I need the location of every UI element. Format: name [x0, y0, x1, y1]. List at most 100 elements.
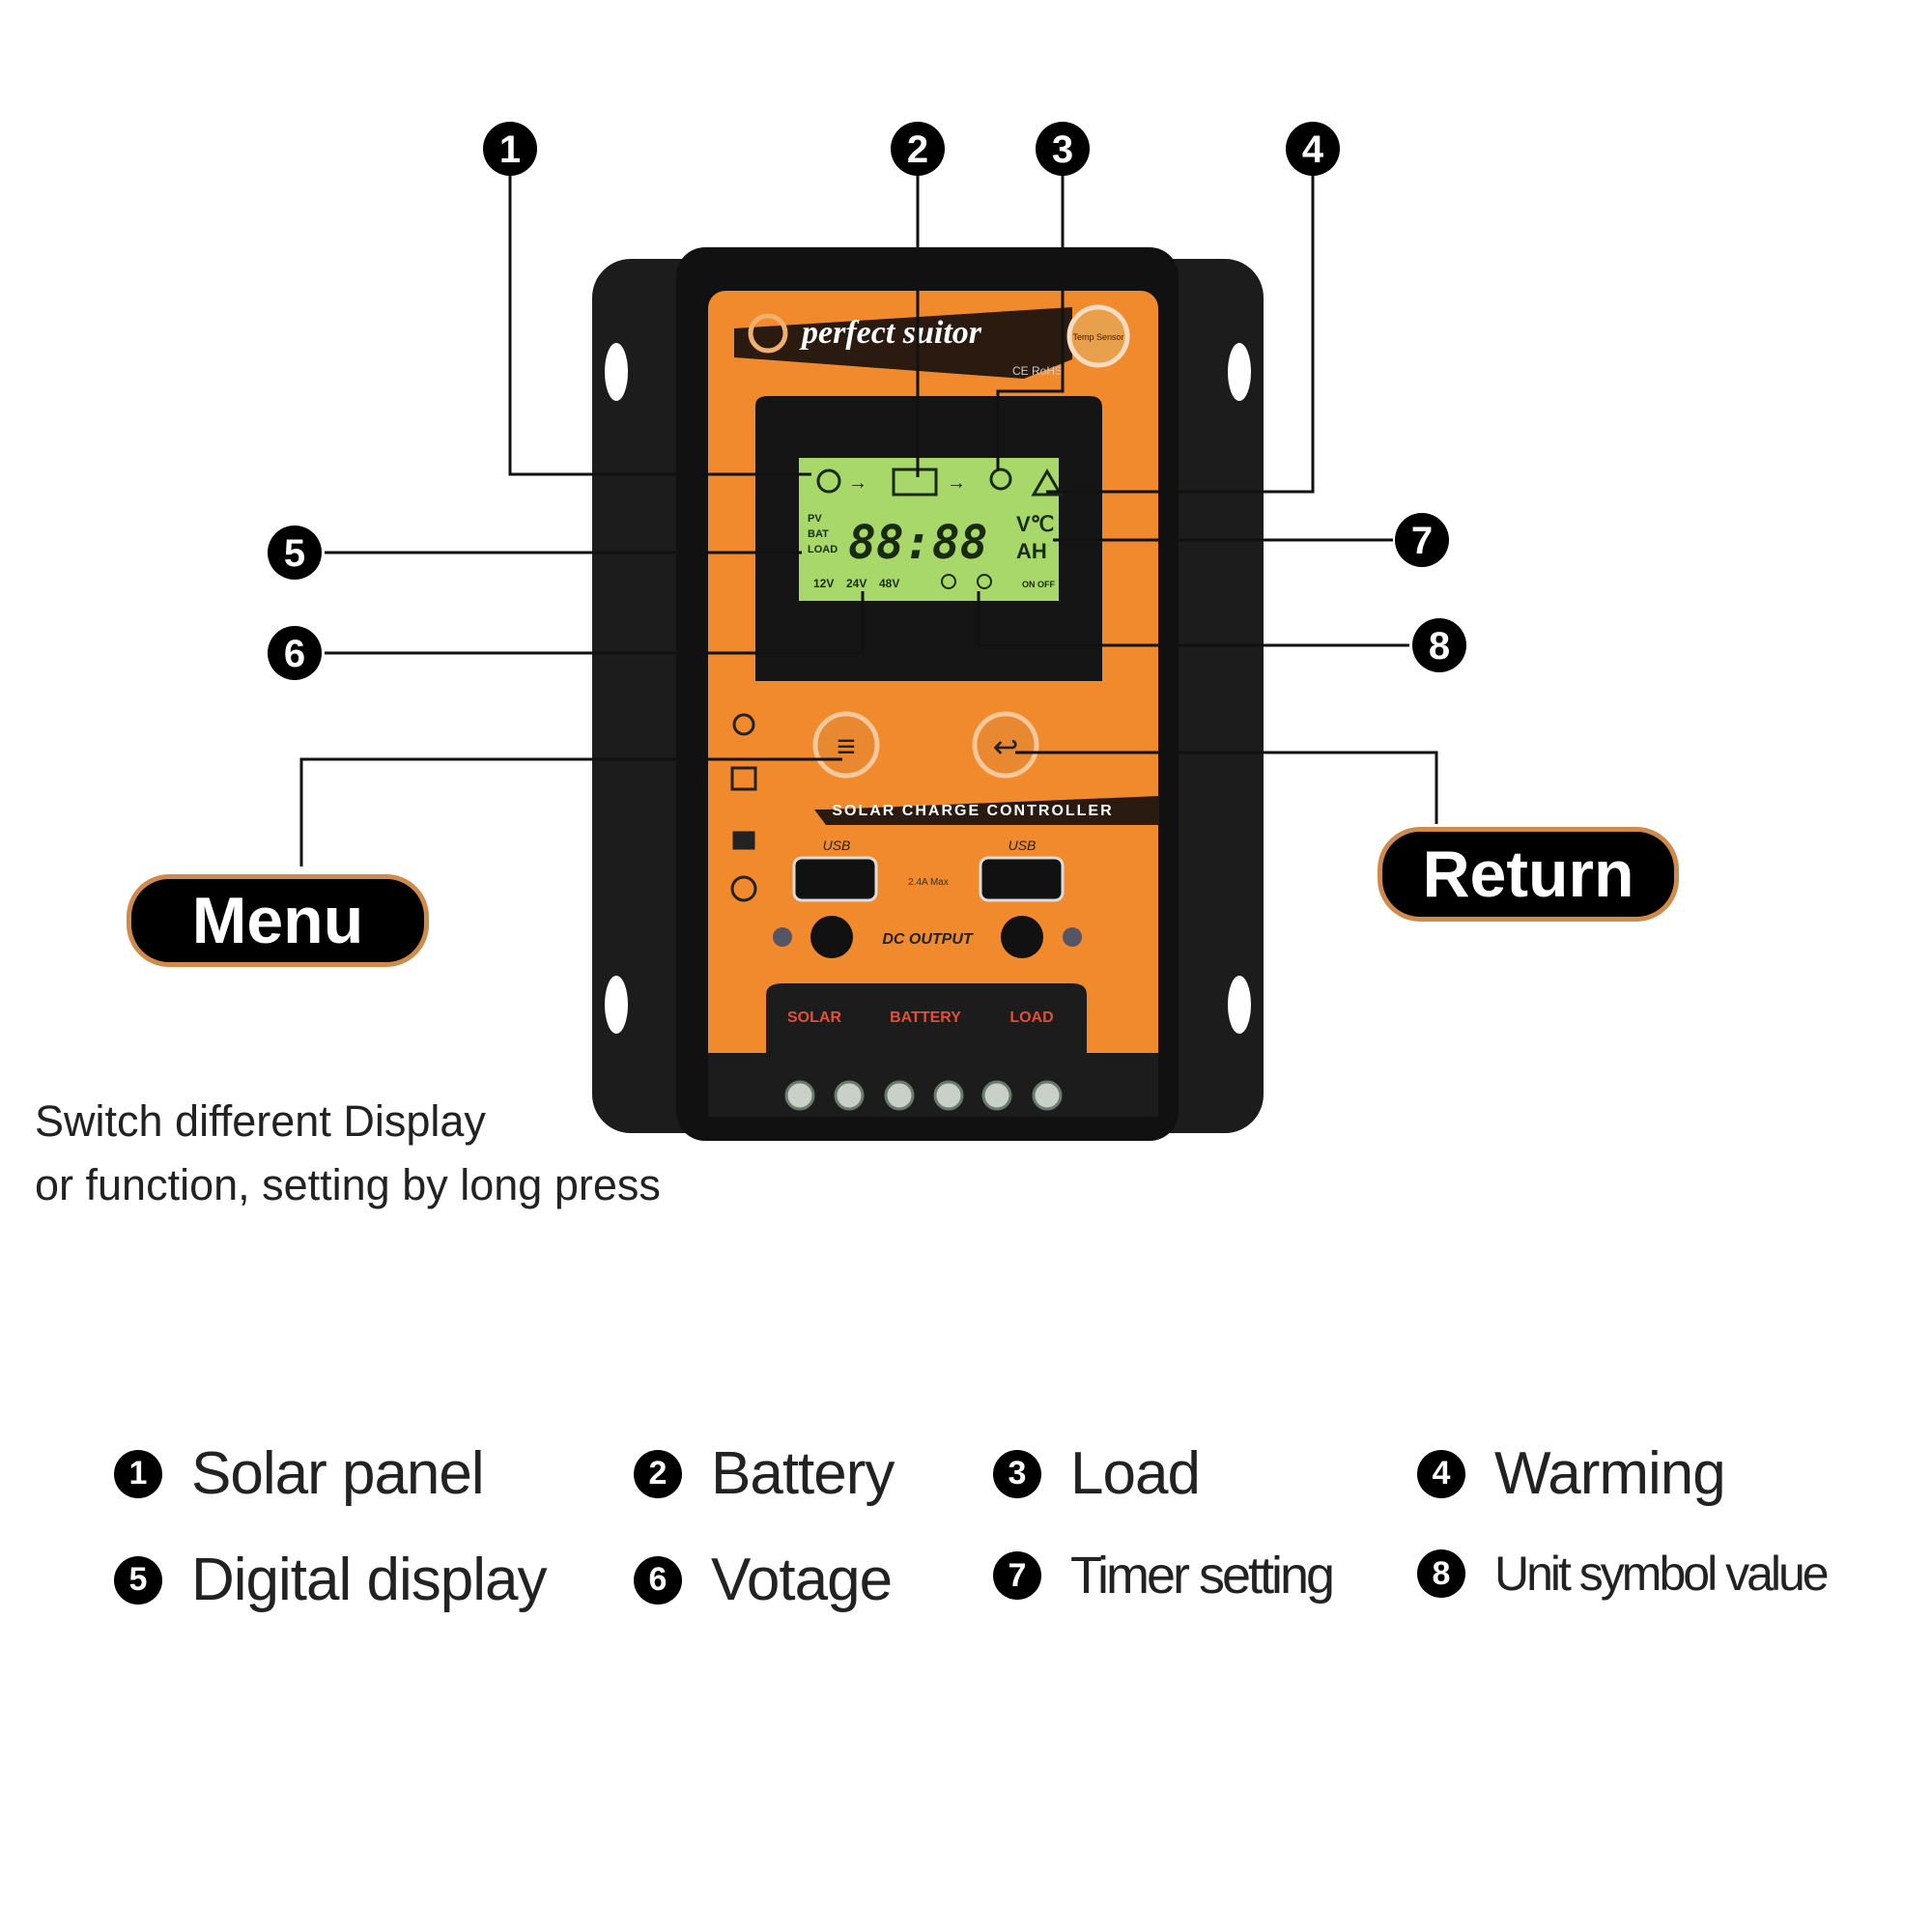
- legend-bullet: 4: [1417, 1449, 1465, 1498]
- lcd-12v: 12V: [813, 577, 834, 590]
- svg-text:4: 4: [1302, 128, 1324, 171]
- svg-text:2: 2: [907, 128, 928, 171]
- terminal-screw[interactable]: [1032, 1080, 1063, 1111]
- lcd-warning-icon: [1031, 469, 1064, 497]
- svg-text:5: 5: [284, 532, 305, 575]
- temp-sensor: [1066, 304, 1130, 368]
- legend-label: Battery: [711, 1440, 895, 1507]
- legend-bullet: 3: [993, 1449, 1041, 1498]
- charge-controller-device: perfect suitor CE RoHS Temp Sensor → → P…: [592, 247, 1264, 1141]
- svg-text:6: 6: [284, 633, 305, 675]
- menu-label: Menu: [127, 874, 429, 967]
- callout-7: 7: [1395, 513, 1449, 567]
- gear-icon: [732, 713, 755, 736]
- legend-label: Warming: [1494, 1440, 1726, 1507]
- usb-label: USB: [823, 838, 851, 853]
- leader-line-menu: [299, 757, 842, 867]
- terminal-screw[interactable]: [933, 1080, 964, 1111]
- terminal-screw[interactable]: [884, 1080, 915, 1111]
- usb-port-left[interactable]: [792, 856, 878, 902]
- lcd-units-top: V℃: [1016, 512, 1054, 536]
- led-indicator: [773, 927, 792, 947]
- temp-sensor-label: Temp Sensor: [1072, 332, 1123, 342]
- lcd-arrow: →: [947, 472, 966, 494]
- caption: Switch different Display or function, se…: [35, 1090, 661, 1217]
- lcd-label-pv: PV: [808, 513, 822, 525]
- lcd-48v: 48V: [879, 577, 899, 590]
- svg-text:1: 1: [499, 128, 521, 171]
- legend-item-3: 3 Load: [993, 1439, 1201, 1508]
- return-icon: ↩: [993, 729, 1019, 764]
- svg-text:8: 8: [1429, 625, 1450, 668]
- mount-hole: [1228, 343, 1251, 401]
- lcd-on-off: ON OFF: [1022, 580, 1055, 589]
- return-button[interactable]: [972, 711, 1039, 779]
- cert-marks: CE RoHS: [1012, 364, 1063, 378]
- callout-1: 1: [483, 122, 537, 176]
- dc-jack-left[interactable]: [810, 916, 853, 958]
- leader-line-3: [996, 174, 1065, 470]
- leader-line-1: [508, 174, 811, 476]
- brand-logo: perfect suitor: [799, 315, 982, 351]
- mount-hole: [605, 976, 628, 1034]
- legend-label: Digital display: [191, 1547, 548, 1613]
- leader-line-4: [1046, 174, 1315, 494]
- legend-bullet: 1: [114, 1449, 162, 1498]
- legend-item-2: 2 Battery: [634, 1439, 895, 1508]
- mount-hole: [1228, 976, 1251, 1034]
- leader-line-6: [325, 591, 865, 655]
- callout-4: 4: [1286, 122, 1340, 176]
- product-banner: SOLAR CHARGE CONTROLLER: [832, 803, 1113, 819]
- legend-item-4: 4 Warming: [1417, 1439, 1726, 1508]
- legend-bullet: 7: [993, 1551, 1041, 1600]
- screen-icon: [730, 766, 757, 791]
- legend-label: Timer setting: [1070, 1547, 1335, 1605]
- svg-text:3: 3: [1052, 128, 1073, 171]
- leader-lines: [299, 174, 1438, 867]
- lcd-arrow: →: [848, 472, 867, 494]
- lcd-bulb-icon: [989, 468, 1012, 491]
- lcd-units-bottom: AH: [1016, 539, 1047, 563]
- callout-2: 2: [891, 122, 945, 176]
- terminal-label-battery: BATTERY: [890, 1009, 961, 1026]
- lcd-content: → → PV BAT LOAD 88:88 V℃ AH 12V 24V 48V …: [808, 468, 1064, 590]
- legend-bullet: 6: [634, 1555, 682, 1605]
- lcd-sun-icon: [816, 469, 841, 494]
- terminal-screw[interactable]: [981, 1080, 1012, 1111]
- clock-icon: [730, 875, 757, 902]
- usb-label: USB: [1009, 838, 1037, 853]
- return-label: Return: [1378, 827, 1679, 922]
- usb-rating: 2.4A Max: [908, 877, 949, 888]
- legend-item-5: 5 Digital display: [114, 1546, 548, 1614]
- legend-item-7: 7 Timer setting: [993, 1546, 1335, 1605]
- menu-icon: ≡: [837, 728, 856, 765]
- svg-text:7: 7: [1411, 520, 1433, 562]
- terminal-label-solar: SOLAR: [787, 1009, 841, 1026]
- terminal-label-load: LOAD: [1009, 1009, 1053, 1026]
- dc-output-label: DC OUTPUT: [882, 931, 974, 948]
- legend-item-1: 1 Solar panel: [114, 1439, 485, 1508]
- lcd-timer-icon: [941, 574, 956, 589]
- lcd-label-load: LOAD: [808, 544, 838, 555]
- caption-line-1: Switch different Display: [35, 1096, 486, 1146]
- led-indicator: [1063, 927, 1082, 947]
- mount-hole: [605, 343, 628, 401]
- lcd-digits: 88:88: [848, 516, 988, 570]
- legend-label: Unit symbol value: [1494, 1547, 1830, 1601]
- lcd-battery-icon: [892, 468, 938, 497]
- legend-label: Load: [1070, 1440, 1201, 1507]
- usb-port-right[interactable]: [979, 856, 1065, 902]
- terminal-screw[interactable]: [834, 1080, 865, 1111]
- callout-3: 3: [1036, 122, 1090, 176]
- leader-line-return: [1015, 751, 1438, 824]
- dc-jack-right[interactable]: [1001, 916, 1043, 958]
- callout-5: 5: [268, 526, 322, 580]
- terminal-screw[interactable]: [784, 1080, 815, 1111]
- leader-line-8: [977, 591, 1409, 647]
- legend-label: Solar panel: [191, 1440, 485, 1507]
- lcd-timer-icon: [977, 574, 992, 589]
- legend-bullet: 5: [114, 1555, 162, 1605]
- legend-bullet: 2: [634, 1449, 682, 1498]
